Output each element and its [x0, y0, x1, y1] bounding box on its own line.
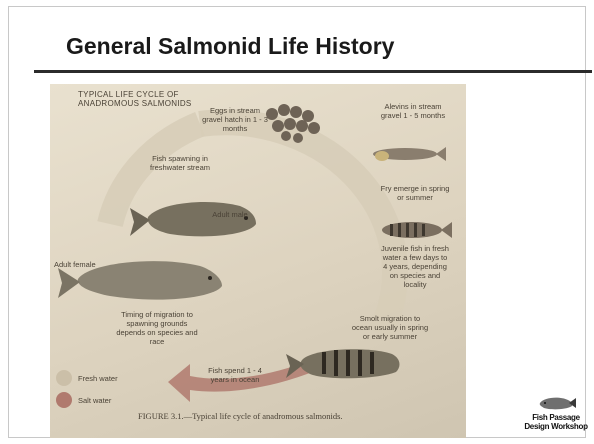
- legend-salt-label: Salt water: [78, 396, 138, 405]
- stage-eggs: Eggs in stream gravel hatch in 1 - 3 mon…: [200, 106, 270, 133]
- stage-timing: Timing of migration to spawning grounds …: [112, 310, 202, 346]
- stage-juvenile: Juvenile fish in fresh water a few days …: [380, 244, 450, 289]
- label-adult-female: Adult female: [54, 260, 114, 269]
- legend-salt-swatch: [56, 392, 72, 408]
- stage-ocean: Fish spend 1 - 4 years in ocean: [200, 366, 270, 384]
- slide-title: General Salmonid Life History: [66, 33, 394, 60]
- life-cycle-figure: TYPICAL LIFE CYCLE OF ANADROMOUS SALMONI…: [50, 84, 466, 438]
- salmon-icon: [536, 394, 576, 412]
- workshop-logo: Fish Passage Design Workshop: [520, 394, 592, 440]
- fry-icon: [382, 222, 452, 238]
- adult-male-fish-icon: [130, 202, 256, 236]
- stage-spawning: Fish spawning in freshwater stream: [140, 154, 220, 172]
- alevin-icon: [373, 147, 446, 161]
- legend-fresh-label: Fresh water: [78, 374, 138, 383]
- label-adult-male: Adult male: [200, 210, 260, 219]
- figure-heading: TYPICAL LIFE CYCLE OF ANADROMOUS SALMONI…: [78, 90, 198, 108]
- title-divider: [34, 70, 592, 73]
- logo-text: Fish Passage Design Workshop: [520, 413, 592, 431]
- stage-smolt: Smolt migration to ocean usually in spri…: [350, 314, 430, 341]
- legend-fresh-swatch: [56, 370, 72, 386]
- figure-caption: FIGURE 3.1.—Typical life cycle of anadro…: [138, 411, 343, 421]
- stage-alevins: Alevins in stream gravel 1 - 5 months: [378, 102, 448, 120]
- stage-fry: Fry emerge in spring or summer: [380, 184, 450, 202]
